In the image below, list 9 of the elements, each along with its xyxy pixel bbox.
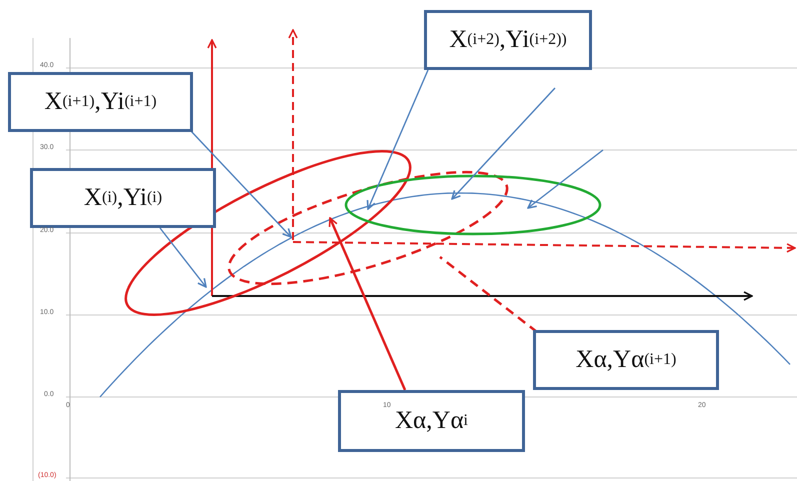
leader-arrow xyxy=(190,130,292,238)
leader-arrow xyxy=(328,217,406,390)
ellipse xyxy=(344,174,602,236)
leader-arrow xyxy=(527,149,604,209)
ellipse xyxy=(228,171,508,285)
leader-line xyxy=(439,256,538,333)
leader-arrow xyxy=(366,70,429,210)
leader-arrow xyxy=(159,228,207,288)
leader-arrow xyxy=(451,88,556,200)
